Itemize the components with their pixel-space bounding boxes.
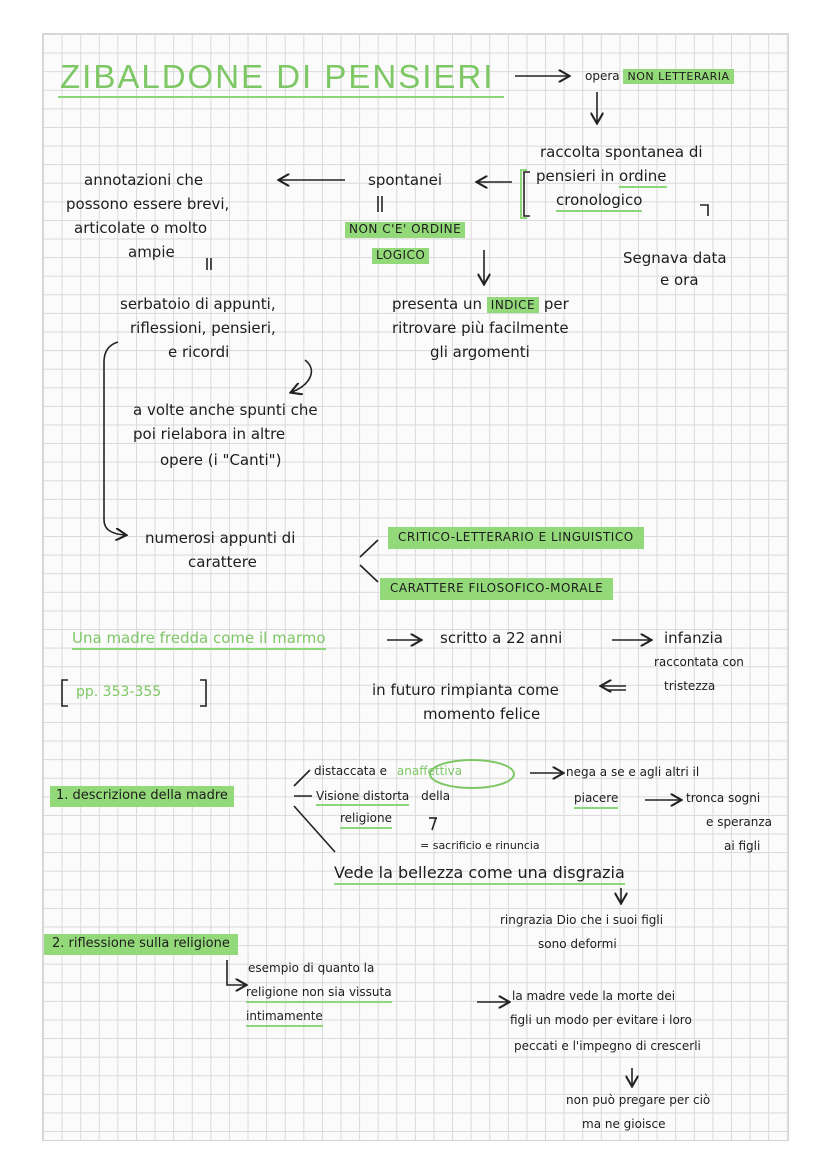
non-ce-highlight: NON C'E' ORDINE: [345, 222, 466, 238]
esempio-line1: esempio di quanto la: [248, 961, 375, 975]
morte-line3: peccati e l'impegno di crescerli: [514, 1039, 701, 1053]
logico-highlight: LOGICO: [372, 248, 430, 264]
annotazioni-line4: ampie: [128, 243, 175, 261]
esempio-line2: religione non sia vissuta: [246, 985, 392, 1003]
annotazioni-line1: annotazioni che: [84, 171, 204, 189]
pregare-line2: ma ne gioisce: [582, 1117, 666, 1131]
visione-line1: Visione distorta della: [316, 789, 450, 806]
indice-line2: ritrovare più facilmente: [392, 319, 569, 337]
pages-ref: pp. 353-355: [76, 684, 162, 700]
ringrazia-line2: sono deformi: [538, 937, 617, 951]
volte-line3: opere (i "Canti"): [160, 451, 282, 469]
raccolta-line1: raccolta spontanea di: [540, 143, 703, 161]
serbatoio-line2: riflessioni, pensieri,: [130, 319, 276, 337]
annotazioni-line2: possono essere brevi,: [66, 195, 230, 213]
indice-line3: gli argomenti: [430, 343, 530, 361]
numerosi-line2: carattere: [188, 553, 257, 571]
morte-line2: figli un modo per evitare i loro: [510, 1013, 692, 1027]
infanzia-line1: infanzia: [664, 629, 723, 647]
scritto-label: scritto a 22 anni: [440, 629, 563, 647]
raccolta-line2: pensieri in ordine: [536, 167, 667, 188]
annotazioni-line3: articolate o molto: [74, 219, 208, 237]
futuro-line1: in futuro rimpianta come: [372, 681, 559, 699]
pregare-line1: non può pregare per ciò: [566, 1093, 711, 1107]
esempio-line3: intimamente: [246, 1009, 323, 1027]
religione-label: religione: [340, 811, 393, 829]
futuro-line2: momento felice: [423, 705, 541, 723]
filosofico-highlight: CARATTERE FILOSOFICO-MORALE: [380, 578, 614, 600]
opera-label: opera NON LETTERARIA: [585, 69, 734, 84]
distaccata-label: distaccata e anaffettiva: [314, 764, 463, 778]
piacere-label: piacere: [574, 791, 619, 809]
volte-line1: a volte anche spunti che: [133, 401, 318, 419]
tronca-line: tronca sogni: [686, 791, 761, 805]
segnava-line1: Segnava data: [623, 249, 727, 267]
critico-highlight: CRITICO-LETTERARIO E LINGUISTICO: [388, 527, 644, 549]
bellezza-label: Vede la bellezza come una disgrazia: [334, 863, 625, 886]
serbatoio-line1: serbatoio di appunti,: [120, 295, 276, 313]
infanzia-line2: raccontata con: [654, 655, 744, 669]
serbatoio-line3: e ricordi: [168, 343, 230, 361]
indice-line1: presenta un INDICE per: [392, 295, 569, 313]
nega-line1: nega a se e agli altri il: [566, 765, 700, 779]
ringrazia-line1: ringrazia Dio che i suoi figli: [500, 913, 664, 927]
speranza-line: e speranza: [706, 815, 772, 829]
page-title: ZIBALDONE DI PENSIERI: [60, 58, 495, 95]
anaffettiva-circled: anaffettiva: [396, 764, 463, 778]
non-letteraria-highlight: NON LETTERARIA: [623, 69, 734, 84]
spontanei-label: spontanei: [368, 171, 442, 189]
ai-figli-line: ai figli: [724, 839, 761, 853]
madre-title: Una madre fredda come il marmo: [72, 629, 326, 651]
sacrificio-label: = sacrificio e rinuncia: [420, 839, 540, 852]
title-underline: [58, 96, 504, 98]
raccolta-line3: cronologico: [556, 191, 643, 213]
volte-line2: poi rielabora in altre: [133, 425, 286, 443]
section-2-heading: 2. riflessione sulla religione: [44, 934, 238, 955]
morte-line1: la madre vede la morte dei: [512, 989, 676, 1003]
section-1-heading: 1. descrizione della madre: [50, 786, 234, 807]
numerosi-line1: numerosi appunti di: [145, 529, 296, 547]
segnava-line2: e ora: [660, 271, 699, 289]
infanzia-line3: tristezza: [664, 679, 716, 693]
